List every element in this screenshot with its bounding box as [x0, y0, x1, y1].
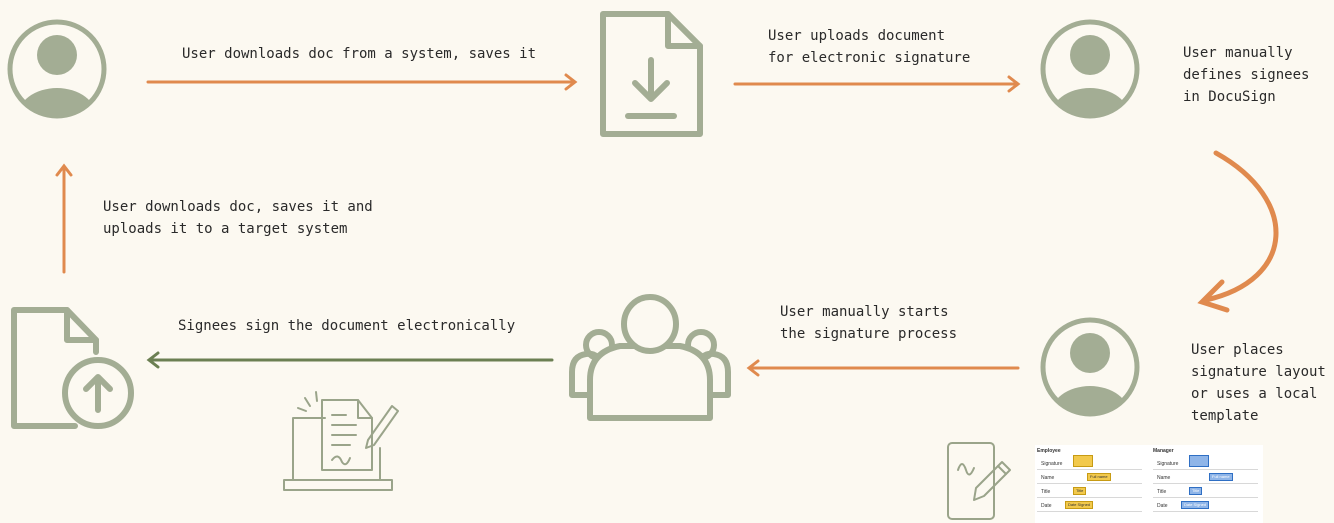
label-download-upload-target: User downloads doc, saves it and uploads…: [103, 199, 373, 237]
arrow-start-process: [746, 359, 1020, 377]
label-start-process: User manually starts the signature proce…: [780, 304, 958, 342]
user-icon: [7, 19, 107, 119]
template-row: Signature: [1037, 455, 1142, 470]
arrow-download-save: [146, 73, 578, 91]
label-define-signees: User manually defines signees in DocuSig…: [1183, 45, 1310, 105]
employee-header: Employee: [1037, 448, 1061, 454]
arrow-download-upload-target: [55, 163, 73, 274]
user-icon: [1040, 317, 1140, 417]
arrow-curved-define-to-place: [1197, 150, 1279, 313]
label-place-layout: User places signature layout or uses a l…: [1191, 342, 1326, 424]
label-download-save: User downloads doc from a system, saves …: [182, 46, 537, 62]
signed-document-laptop-icon: [283, 391, 399, 491]
tablet-stylus-icon: [947, 442, 1011, 520]
user-group-icon: [569, 294, 731, 421]
document-download-icon: [600, 11, 703, 137]
arrow-signees-sign: [146, 351, 554, 369]
template-row: Signature: [1153, 455, 1258, 470]
manager-header: Manager: [1153, 448, 1174, 454]
label-upload-esign: User uploads document for electronic sig…: [768, 28, 971, 66]
signature-tag: [1189, 455, 1209, 467]
arrow-upload-esign: [733, 75, 1021, 93]
user-icon: [1040, 19, 1140, 119]
label-signees-sign: Signees sign the document electronically: [178, 318, 516, 334]
signature-tag: [1073, 455, 1093, 467]
document-upload-icon: [11, 307, 134, 429]
